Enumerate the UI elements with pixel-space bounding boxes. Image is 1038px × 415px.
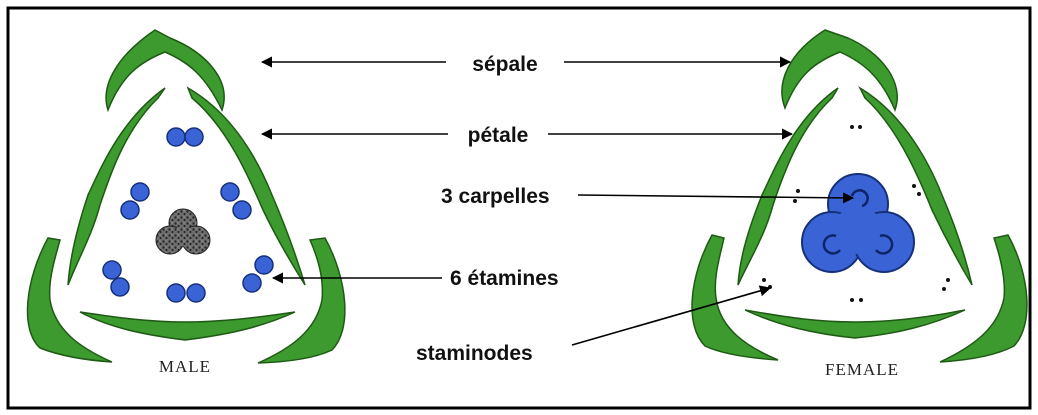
anther — [111, 278, 129, 296]
anther — [185, 128, 203, 146]
anther — [243, 274, 261, 292]
anther — [131, 183, 149, 201]
staminodes-label: staminodes — [416, 342, 533, 365]
petal-label: pétale — [468, 124, 529, 147]
anther — [255, 256, 273, 274]
anther — [167, 128, 185, 146]
anther — [103, 261, 121, 279]
stamens-label: 6 étamines — [450, 267, 559, 290]
female-caption: FEMALE — [825, 360, 899, 379]
anther — [233, 201, 251, 219]
male-caption: MALE — [159, 357, 211, 376]
anther — [221, 183, 239, 201]
anther — [167, 284, 185, 302]
anther — [187, 284, 205, 302]
carpels-label: 3 carpelles — [441, 185, 550, 208]
anther — [121, 201, 139, 219]
sepal-label: sépale — [472, 53, 537, 76]
